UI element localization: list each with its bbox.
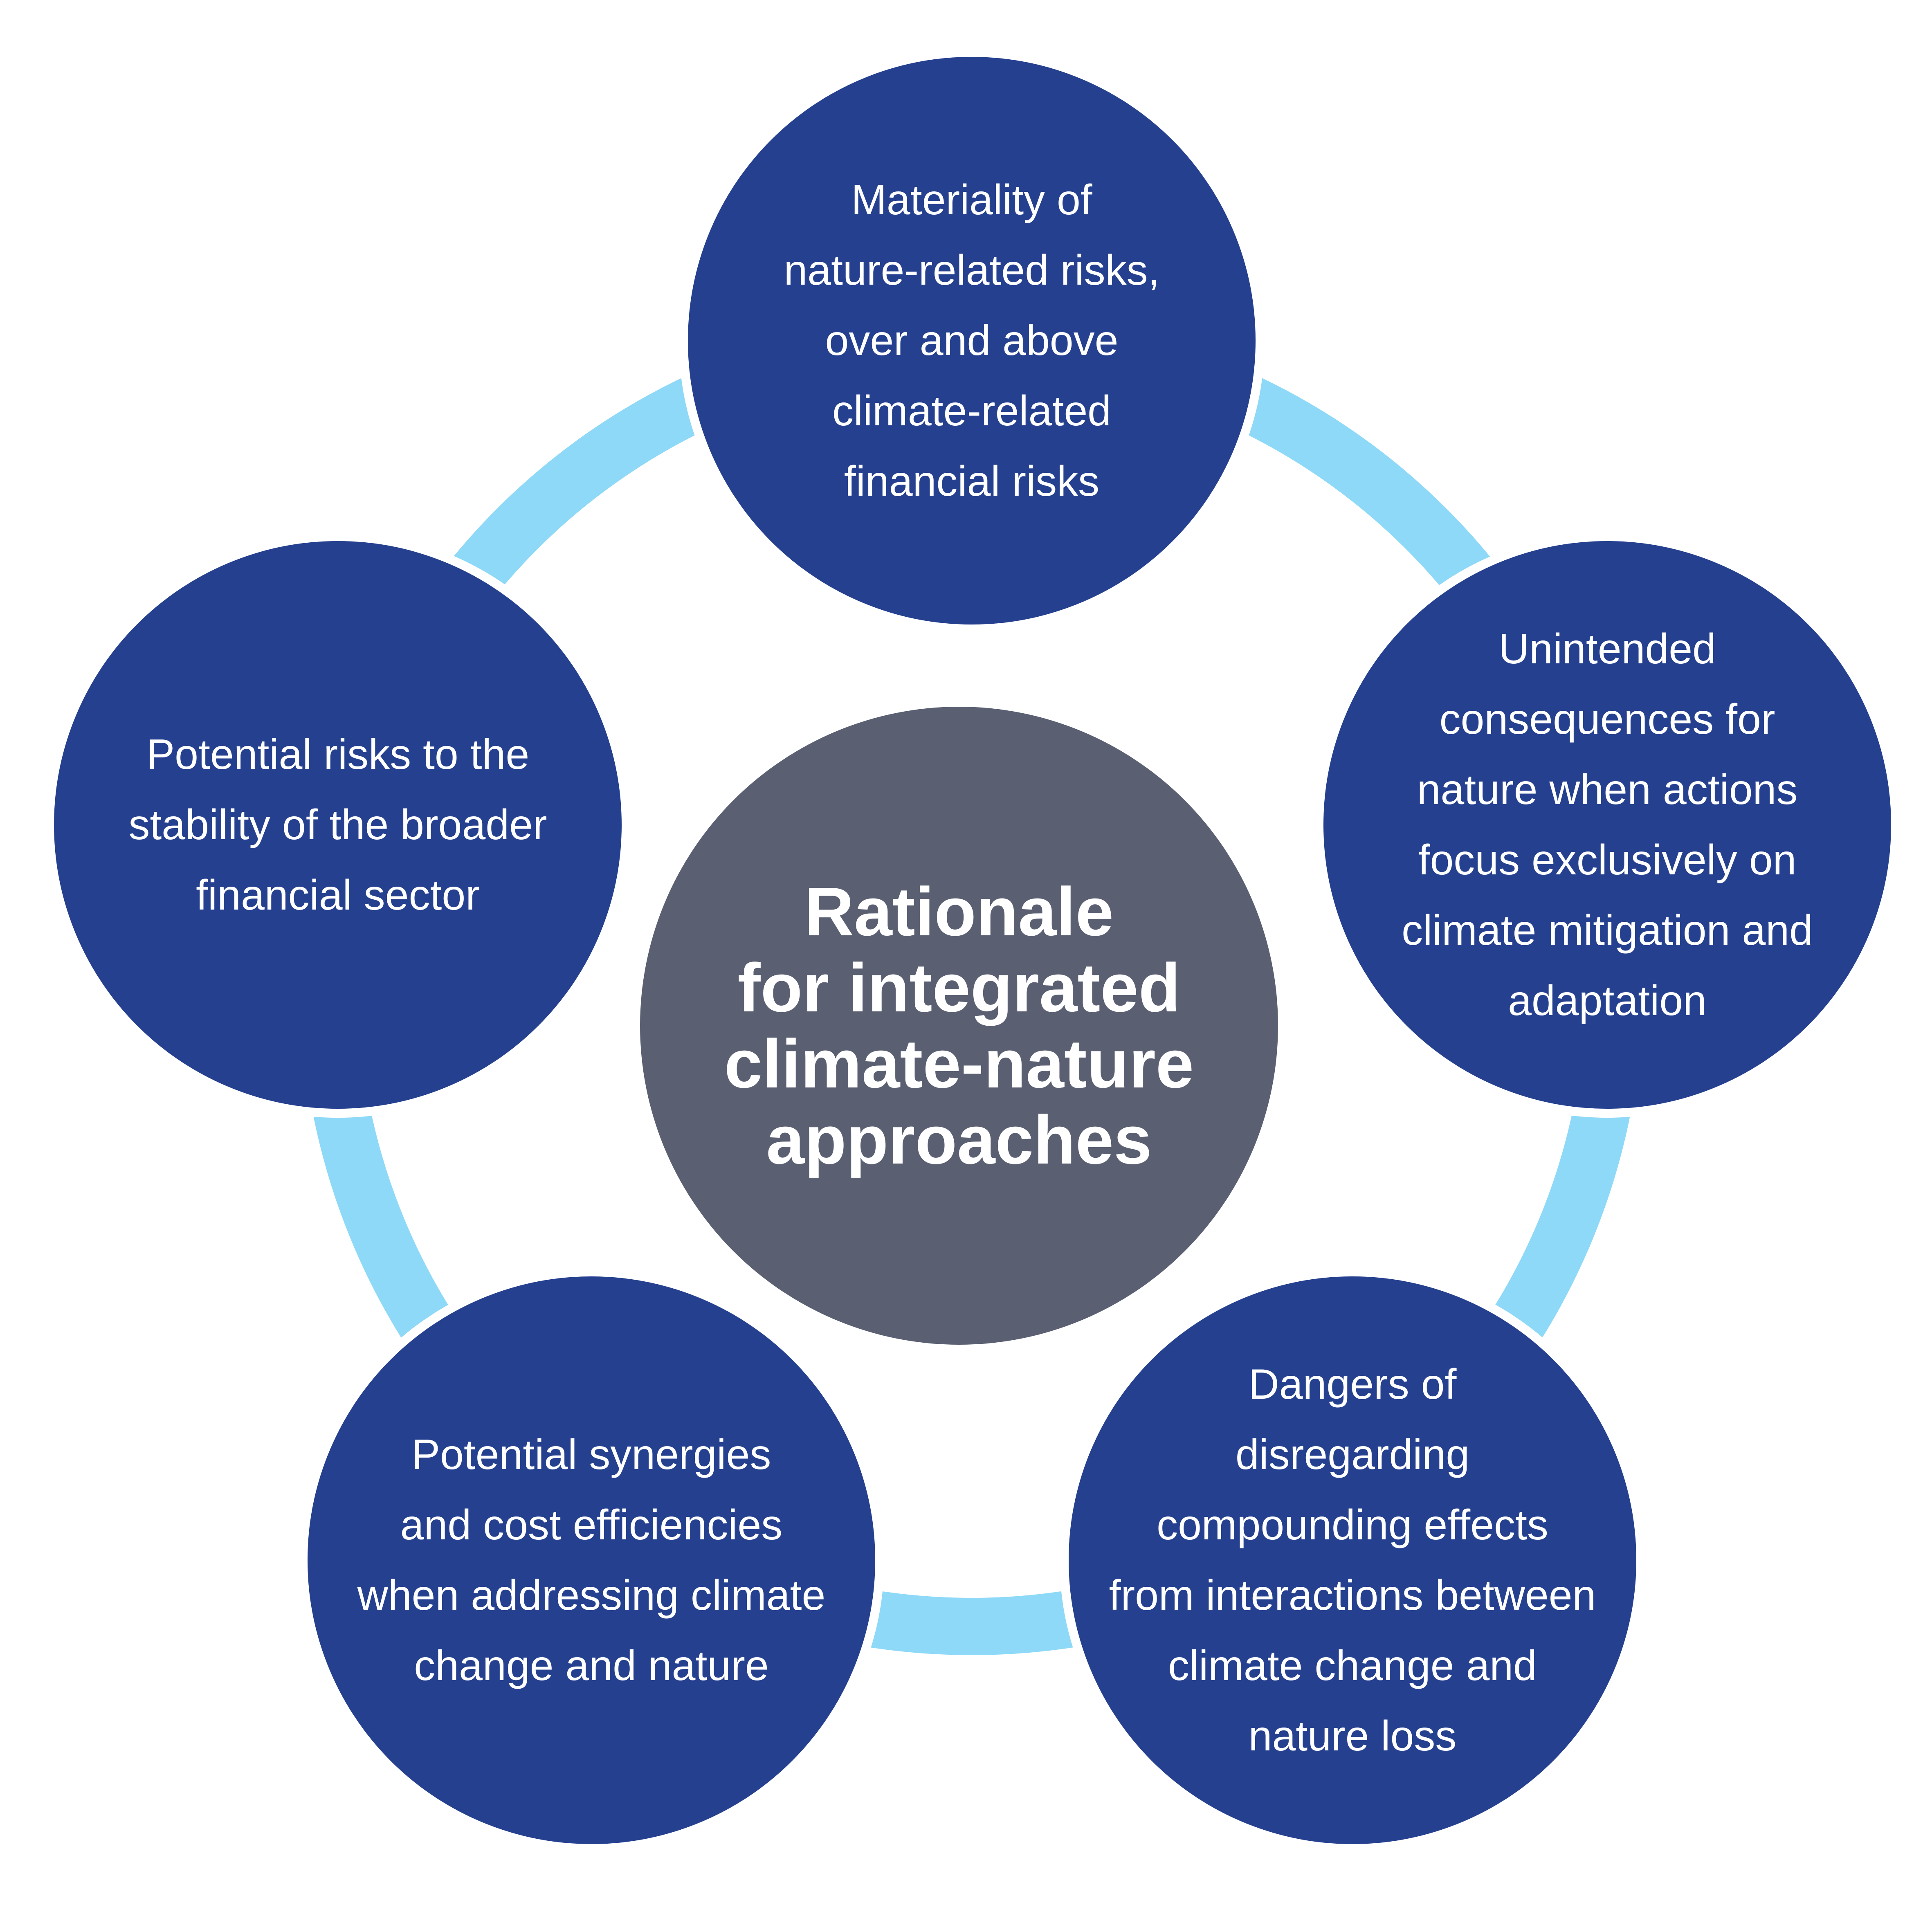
node-dangers-line-5: climate change and — [1168, 1642, 1537, 1689]
center-title-line-2: for integrated — [737, 949, 1181, 1026]
node-stability-label: Potential risks to the stability of the … — [68, 719, 608, 930]
node-synergies-label: Potential synergies and cost efficiencie… — [321, 1420, 861, 1701]
node-materiality-of-nature-risks: Materiality of nature-related risks, ove… — [679, 48, 1265, 634]
center-title-line-1: Rationale — [804, 873, 1114, 950]
node-stability-line-3: financial sector — [196, 872, 480, 919]
center-title: Rationale for integrated climate-nature … — [673, 874, 1245, 1178]
node-synergies-line-3: when addressing climate — [357, 1572, 826, 1619]
node-dangers-of-disregarding: Dangers of disregarding compounding effe… — [1060, 1267, 1645, 1853]
node-materiality-line-3: over and above — [825, 317, 1119, 364]
node-dangers-line-4: from interactions between — [1109, 1572, 1596, 1619]
node-potential-synergies: Potential synergies and cost efficiencie… — [299, 1267, 884, 1853]
node-dangers-line-6: nature loss — [1248, 1712, 1457, 1760]
node-stability-line-2: stability of the broader — [128, 801, 547, 849]
node-materiality-label: Materiality of nature-related risks, ove… — [702, 165, 1242, 517]
center-rationale-node: Rationale for integrated climate-nature … — [640, 707, 1278, 1345]
node-unintended-line-2: consequences for — [1439, 696, 1775, 743]
node-materiality-line-4: climate-related — [832, 387, 1112, 435]
node-dangers-line-3: compounding effects — [1157, 1501, 1548, 1549]
node-unintended-line-6: adaptation — [1508, 977, 1707, 1024]
center-title-line-4: approaches — [766, 1101, 1152, 1178]
node-unintended-consequences: Unintended consequences for nature when … — [1314, 532, 1900, 1118]
node-dangers-line-2: disregarding — [1235, 1431, 1470, 1478]
node-unintended-line-3: nature when actions — [1417, 766, 1798, 813]
node-synergies-line-4: change and nature — [414, 1642, 769, 1689]
node-materiality-line-2: nature-related risks, — [784, 247, 1160, 294]
center-title-line-3: climate-nature — [724, 1025, 1194, 1102]
node-materiality-line-5: financial risks — [844, 458, 1100, 505]
node-synergies-line-2: and cost efficiencies — [400, 1501, 783, 1549]
node-unintended-line-5: climate mitigation and — [1402, 907, 1813, 954]
node-unintended-line-4: focus exclusively on — [1418, 836, 1797, 884]
node-synergies-line-1: Potential synergies — [411, 1431, 771, 1478]
node-dangers-label: Dangers of disregarding compounding effe… — [1083, 1349, 1622, 1771]
node-dangers-line-1: Dangers of — [1248, 1361, 1457, 1408]
node-unintended-line-1: Unintended — [1498, 625, 1716, 673]
node-materiality-line-1: Materiality of — [851, 176, 1092, 224]
node-unintended-label: Unintended consequences for nature when … — [1337, 614, 1877, 1036]
node-financial-stability-risks: Potential risks to the stability of the … — [45, 532, 631, 1118]
node-stability-line-1: Potential risks to the — [146, 731, 530, 778]
